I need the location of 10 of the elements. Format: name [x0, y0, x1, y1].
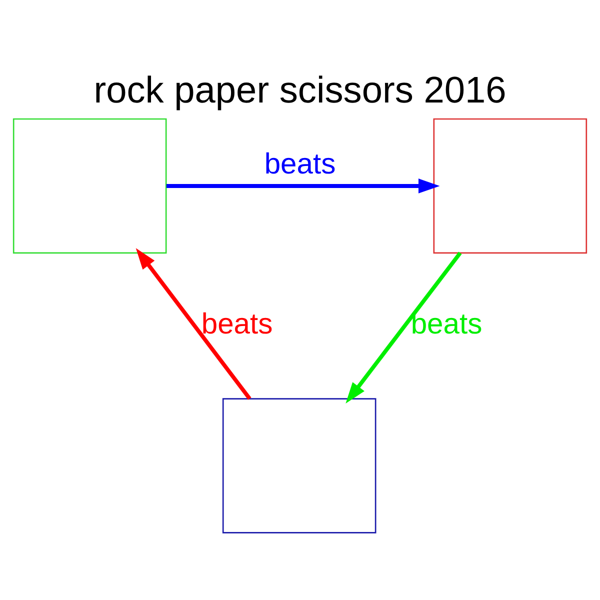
diagram-title: rock paper scissors 2016	[94, 68, 506, 110]
node-box	[222, 398, 376, 534]
arrow	[136, 248, 252, 400]
node-box	[12, 118, 167, 254]
node-box	[433, 118, 588, 254]
edge-label: beats	[410, 308, 482, 340]
edge-label: beats	[201, 308, 273, 340]
arrow	[346, 252, 462, 404]
edge-label: beats	[264, 148, 336, 181]
arrow	[166, 178, 440, 194]
